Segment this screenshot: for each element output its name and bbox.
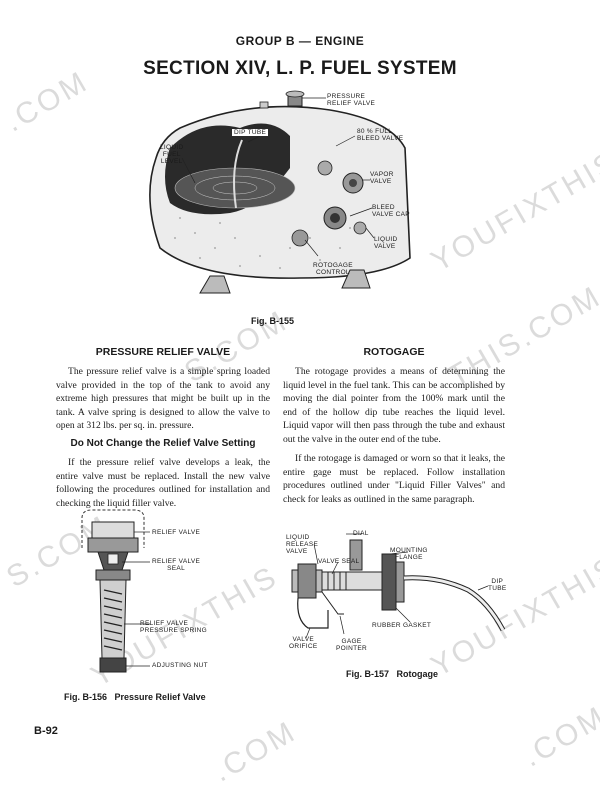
section-heading-rotogage: ROTOGAGE <box>363 346 425 358</box>
paragraph: The rotogage provides a means of determi… <box>283 366 505 445</box>
label-relief-valve-spring: RELIEF VALVE PRESSURE SPRING <box>140 620 207 634</box>
label-relief-valve: RELIEF VALVE <box>152 529 201 536</box>
label-liquid-fuel-level: LIQUID FUEL LEVEL <box>160 144 184 165</box>
figure-caption: Fig. B-156 Pressure Relief Valve <box>64 692 206 702</box>
label-full-bleed-valve: 80 % FULL BLEED VALVE <box>357 128 404 142</box>
watermark: .COM <box>517 699 600 774</box>
label-gage-pointer: GAGE POINTER <box>336 638 367 652</box>
label-relief-valve-seal: RELIEF VALVE SEAL <box>152 558 201 572</box>
label-rubber-gasket: RUBBER GASKET <box>372 622 432 629</box>
group-title: GROUP B — ENGINE <box>235 34 365 48</box>
paragraph: If the pressure relief valve develops a … <box>56 457 270 509</box>
figure-caption: Fig. B-155 <box>251 316 295 326</box>
label-bleed-valve-cap: BLEED VALVE CAP <box>372 204 410 218</box>
subheading-relief-setting: Do Not Change the Relief Valve Setting <box>70 438 256 449</box>
label-dial: DIAL <box>353 530 369 537</box>
section-heading-pressure-relief: PRESSURE RELIEF VALVE <box>95 346 231 358</box>
label-liquid-valve: LIQUID VALVE <box>374 236 398 250</box>
label-valve-orifice: VALVE ORIFICE <box>289 636 318 650</box>
label-valve-seal: VALVE SEAL <box>318 558 360 565</box>
paragraph: The pressure relief valve is a simple sp… <box>56 366 270 431</box>
page-number: B-92 <box>34 725 58 737</box>
paragraph: If the rotogage is damaged or worn so th… <box>283 453 505 505</box>
section-title: SECTION XIV, L. P. FUEL SYSTEM <box>143 58 457 79</box>
label-adjusting-nut: ADJUSTING NUT <box>152 662 208 669</box>
fuel-tank-illustration <box>149 90 411 294</box>
label-dip-tube: DIP TUBE <box>488 578 507 592</box>
label-dip-tube: DIP TUBE <box>232 129 269 136</box>
watermark: .COM <box>207 714 303 789</box>
label-vapor-valve: VAPOR VALVE <box>370 171 394 185</box>
label-liquid-release-valve: LIQUID RELEASE VALVE <box>286 534 319 555</box>
label-rotogage-control: ROTOGAGE CONTROL <box>313 262 353 276</box>
label-mounting-flange: MOUNTING FLANGE <box>390 547 428 561</box>
label-pressure-relief-valve: PRESSURE RELIEF VALVE <box>327 93 376 107</box>
rotogage-illustration <box>291 533 506 639</box>
pressure-relief-valve-illustration <box>81 509 150 673</box>
figure-caption: Fig. B-157 Rotogage <box>346 669 439 679</box>
